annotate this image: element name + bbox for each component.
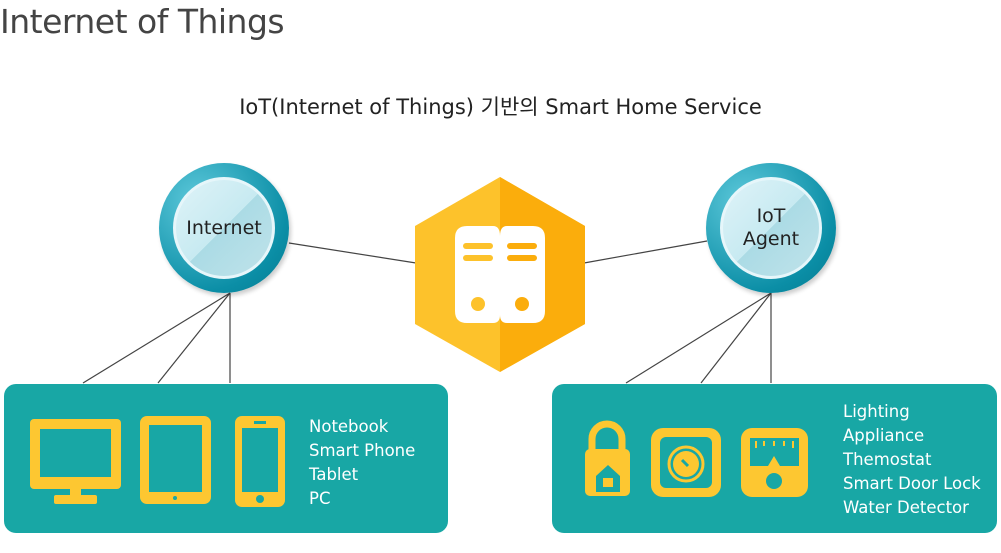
connector-line: [625, 292, 772, 384]
connector-line: [700, 292, 772, 384]
diagram-subtitle: IoT(Internet of Things) 기반의 Smart Home S…: [239, 95, 762, 119]
list-item: Notebook: [309, 417, 389, 436]
internet-node: Internet: [159, 163, 289, 293]
service-icons: [585, 420, 808, 497]
list-item: Tablet: [309, 465, 359, 484]
list-item: Smart Phone: [309, 441, 416, 460]
agent-label-line1: IoT: [756, 205, 786, 227]
server-hexagon: [415, 177, 585, 372]
connector-line: [157, 292, 231, 384]
device-list: Notebook Smart Phone Tablet PC: [309, 415, 415, 511]
list-item: Themostat: [843, 450, 932, 469]
agent-label-line2: Agent: [742, 228, 800, 250]
list-item: PC: [309, 489, 331, 508]
server-icon: [455, 226, 545, 323]
list-item: Appliance: [843, 426, 925, 445]
door-lock-icon: [585, 420, 630, 496]
list-item: Lighting: [843, 402, 910, 421]
internet-label: Internet: [186, 216, 262, 239]
meter-gauge-icon: [741, 428, 808, 497]
monitor-icon: [30, 419, 121, 504]
thermostat-dial-icon: [651, 428, 721, 497]
page-title: Internet of Things: [0, 2, 285, 41]
connector-line: [288, 242, 417, 264]
service-list: Lighting Appliance Themostat Smart Door …: [843, 400, 981, 520]
list-item: Smart Door Lock: [843, 474, 981, 493]
smartphone-icon: [235, 416, 285, 507]
list-item: Water Detector: [843, 498, 969, 517]
connector-line: [583, 240, 708, 264]
device-icons: [30, 416, 285, 507]
tablet-icon: [140, 416, 211, 504]
connector-line: [82, 292, 231, 384]
